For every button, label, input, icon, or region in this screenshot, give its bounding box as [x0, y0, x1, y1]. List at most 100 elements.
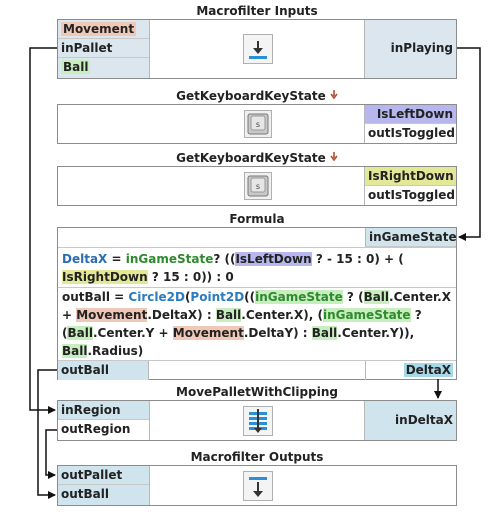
port-outregion[interactable]: outRegion: [58, 420, 149, 440]
port-label: inPallet: [61, 41, 113, 55]
down-arrow-icon: [330, 152, 338, 162]
outputs-port-column: outPallet outBall: [58, 466, 150, 505]
port-label: Movement: [61, 22, 137, 36]
port-label: IsRightDown: [368, 169, 454, 183]
port-isrightdown[interactable]: IsRightDown: [365, 167, 456, 186]
port-label: outIsToggled: [368, 126, 455, 140]
keystate1-block[interactable]: s IsLeftDown outIsToggled: [57, 104, 457, 144]
download-arrow-icon: [243, 34, 273, 64]
port-inplaying[interactable]: inPlaying: [365, 39, 456, 59]
expr-token: ? ((: [213, 252, 236, 266]
wire-outregion-outpallet: [45, 429, 57, 479]
formula-divider: [58, 360, 456, 361]
port-ingamestate[interactable]: inGameState: [365, 228, 456, 247]
expr-token: Ball: [215, 308, 242, 322]
expr-token: .DeltaX) :: [147, 308, 216, 322]
port-ball[interactable]: Ball: [58, 58, 149, 78]
port-movement[interactable]: Movement: [58, 20, 149, 39]
port-label: outRegion: [61, 422, 131, 436]
expr-token: DeltaX: [62, 252, 108, 266]
expr-token: Ball: [62, 344, 88, 358]
keystate1-output-column: IsLeftDown outIsToggled: [364, 105, 456, 143]
expr-token: .Radius): [87, 344, 144, 358]
port-label: outBall: [61, 487, 109, 501]
move-output-column: inDeltaX: [364, 401, 456, 440]
keystate2-output-column: IsRightDown outIsToggled: [364, 167, 456, 205]
port-inregion[interactable]: inRegion: [58, 401, 149, 420]
inputs-output-column: inPlaying: [364, 20, 456, 78]
expr-token: outBall: [62, 290, 110, 304]
port-outistoggled[interactable]: outIsToggled: [365, 186, 456, 205]
keyboard-key-icon: s: [244, 172, 272, 200]
expr-token: .Center.X), (: [241, 308, 323, 322]
expr-token: Ball: [363, 290, 390, 304]
move-port-column: inRegion outRegion: [58, 401, 150, 440]
keyboard-key-icon: s: [244, 110, 272, 138]
macrofilter-outputs-block[interactable]: outPallet outBall: [57, 465, 457, 506]
port-label: inRegion: [61, 403, 121, 417]
keystate1-title-text: GetKeyboardKeyState: [176, 89, 326, 103]
keystate2-title-text: GetKeyboardKeyState: [176, 151, 326, 165]
port-label: inDeltaX: [395, 413, 453, 427]
port-label: DeltaX: [403, 363, 453, 377]
port-label: inPlaying: [390, 41, 453, 55]
port-label: outIsToggled: [368, 188, 455, 202]
port-outball[interactable]: outBall: [58, 361, 149, 380]
port-inpallet[interactable]: inPallet: [58, 39, 149, 58]
keystate2-block[interactable]: s IsRightDown outIsToggled: [57, 166, 457, 206]
down-arrow-icon: [330, 90, 338, 100]
expr-token: Point2D: [190, 290, 245, 304]
expr-token: Movement: [76, 308, 148, 322]
port-outball[interactable]: outBall: [58, 485, 149, 505]
port-outpallet[interactable]: outPallet: [58, 466, 149, 485]
port-label: inGameState: [369, 230, 456, 244]
upload-arrow-icon: [243, 471, 273, 501]
wire-inplaying-ingamestate: [457, 47, 481, 241]
keystate2-title: GetKeyboardKeyState: [57, 151, 457, 165]
expr-token: inGameState: [322, 308, 411, 322]
macrofilter-inputs-block[interactable]: Movement inPallet Ball inPlaying: [57, 19, 457, 79]
expr-token: ((: [244, 290, 256, 304]
wire-outball-outputs: [37, 369, 57, 499]
expr-token: .Center.Y +: [92, 326, 173, 340]
expr-token: ? - 15 : 0) + (: [311, 252, 404, 266]
expr-token: =: [107, 252, 126, 266]
formula-divider: [58, 247, 456, 248]
move-pallet-block[interactable]: inRegion outRegion inDeltaX: [57, 400, 457, 441]
expr-token: .Center.X +: [62, 290, 451, 322]
port-isleftdown[interactable]: IsLeftDown: [365, 105, 456, 124]
expr-token: IsRightDown: [62, 270, 148, 284]
expr-token: Circle2D: [128, 290, 185, 304]
move-title: MovePalletWithClipping: [176, 385, 338, 399]
formula-expression-deltax: DeltaX = inGameState? ((IsLeftDown ? - 1…: [62, 250, 452, 286]
wire-inpallet-inregion: [29, 47, 57, 414]
expr-token: Ball: [67, 326, 93, 340]
expr-token: inGameState: [125, 252, 214, 266]
svg-text:s: s: [256, 120, 260, 129]
formula-divider: [58, 287, 456, 288]
expr-token: ? (: [342, 290, 364, 304]
port-label: outPallet: [61, 468, 123, 482]
inputs-title: Macrofilter Inputs: [196, 4, 318, 18]
port-deltax[interactable]: DeltaX: [365, 361, 456, 380]
svg-text:s: s: [256, 182, 260, 191]
port-indeltax[interactable]: inDeltaX: [365, 411, 456, 431]
port-outistoggled[interactable]: outIsToggled: [365, 124, 456, 143]
expr-token: =: [110, 290, 129, 304]
expr-token: ? (: [62, 308, 422, 340]
formula-title: Formula: [229, 212, 285, 226]
expr-token: .Center.Y)),: [337, 326, 415, 340]
formula-block[interactable]: inGameState DeltaX = inGameState? ((IsLe…: [57, 227, 457, 380]
expr-token: .DeltaY) :: [243, 326, 312, 340]
keystate1-title: GetKeyboardKeyState: [57, 89, 457, 103]
port-label: IsLeftDown: [376, 107, 453, 121]
formula-expression-outball: outBall = Circle2D(Point2D((inGameState …: [62, 288, 452, 360]
expr-token: (: [184, 290, 191, 304]
port-label: Ball: [61, 60, 91, 74]
expr-token: Movement: [172, 326, 244, 340]
expr-token: ? 15 : 0)) : 0: [147, 270, 234, 284]
inputs-port-column: Movement inPallet Ball: [58, 20, 150, 78]
expr-token: Ball: [311, 326, 338, 340]
filter-stack-icon: [243, 406, 273, 436]
